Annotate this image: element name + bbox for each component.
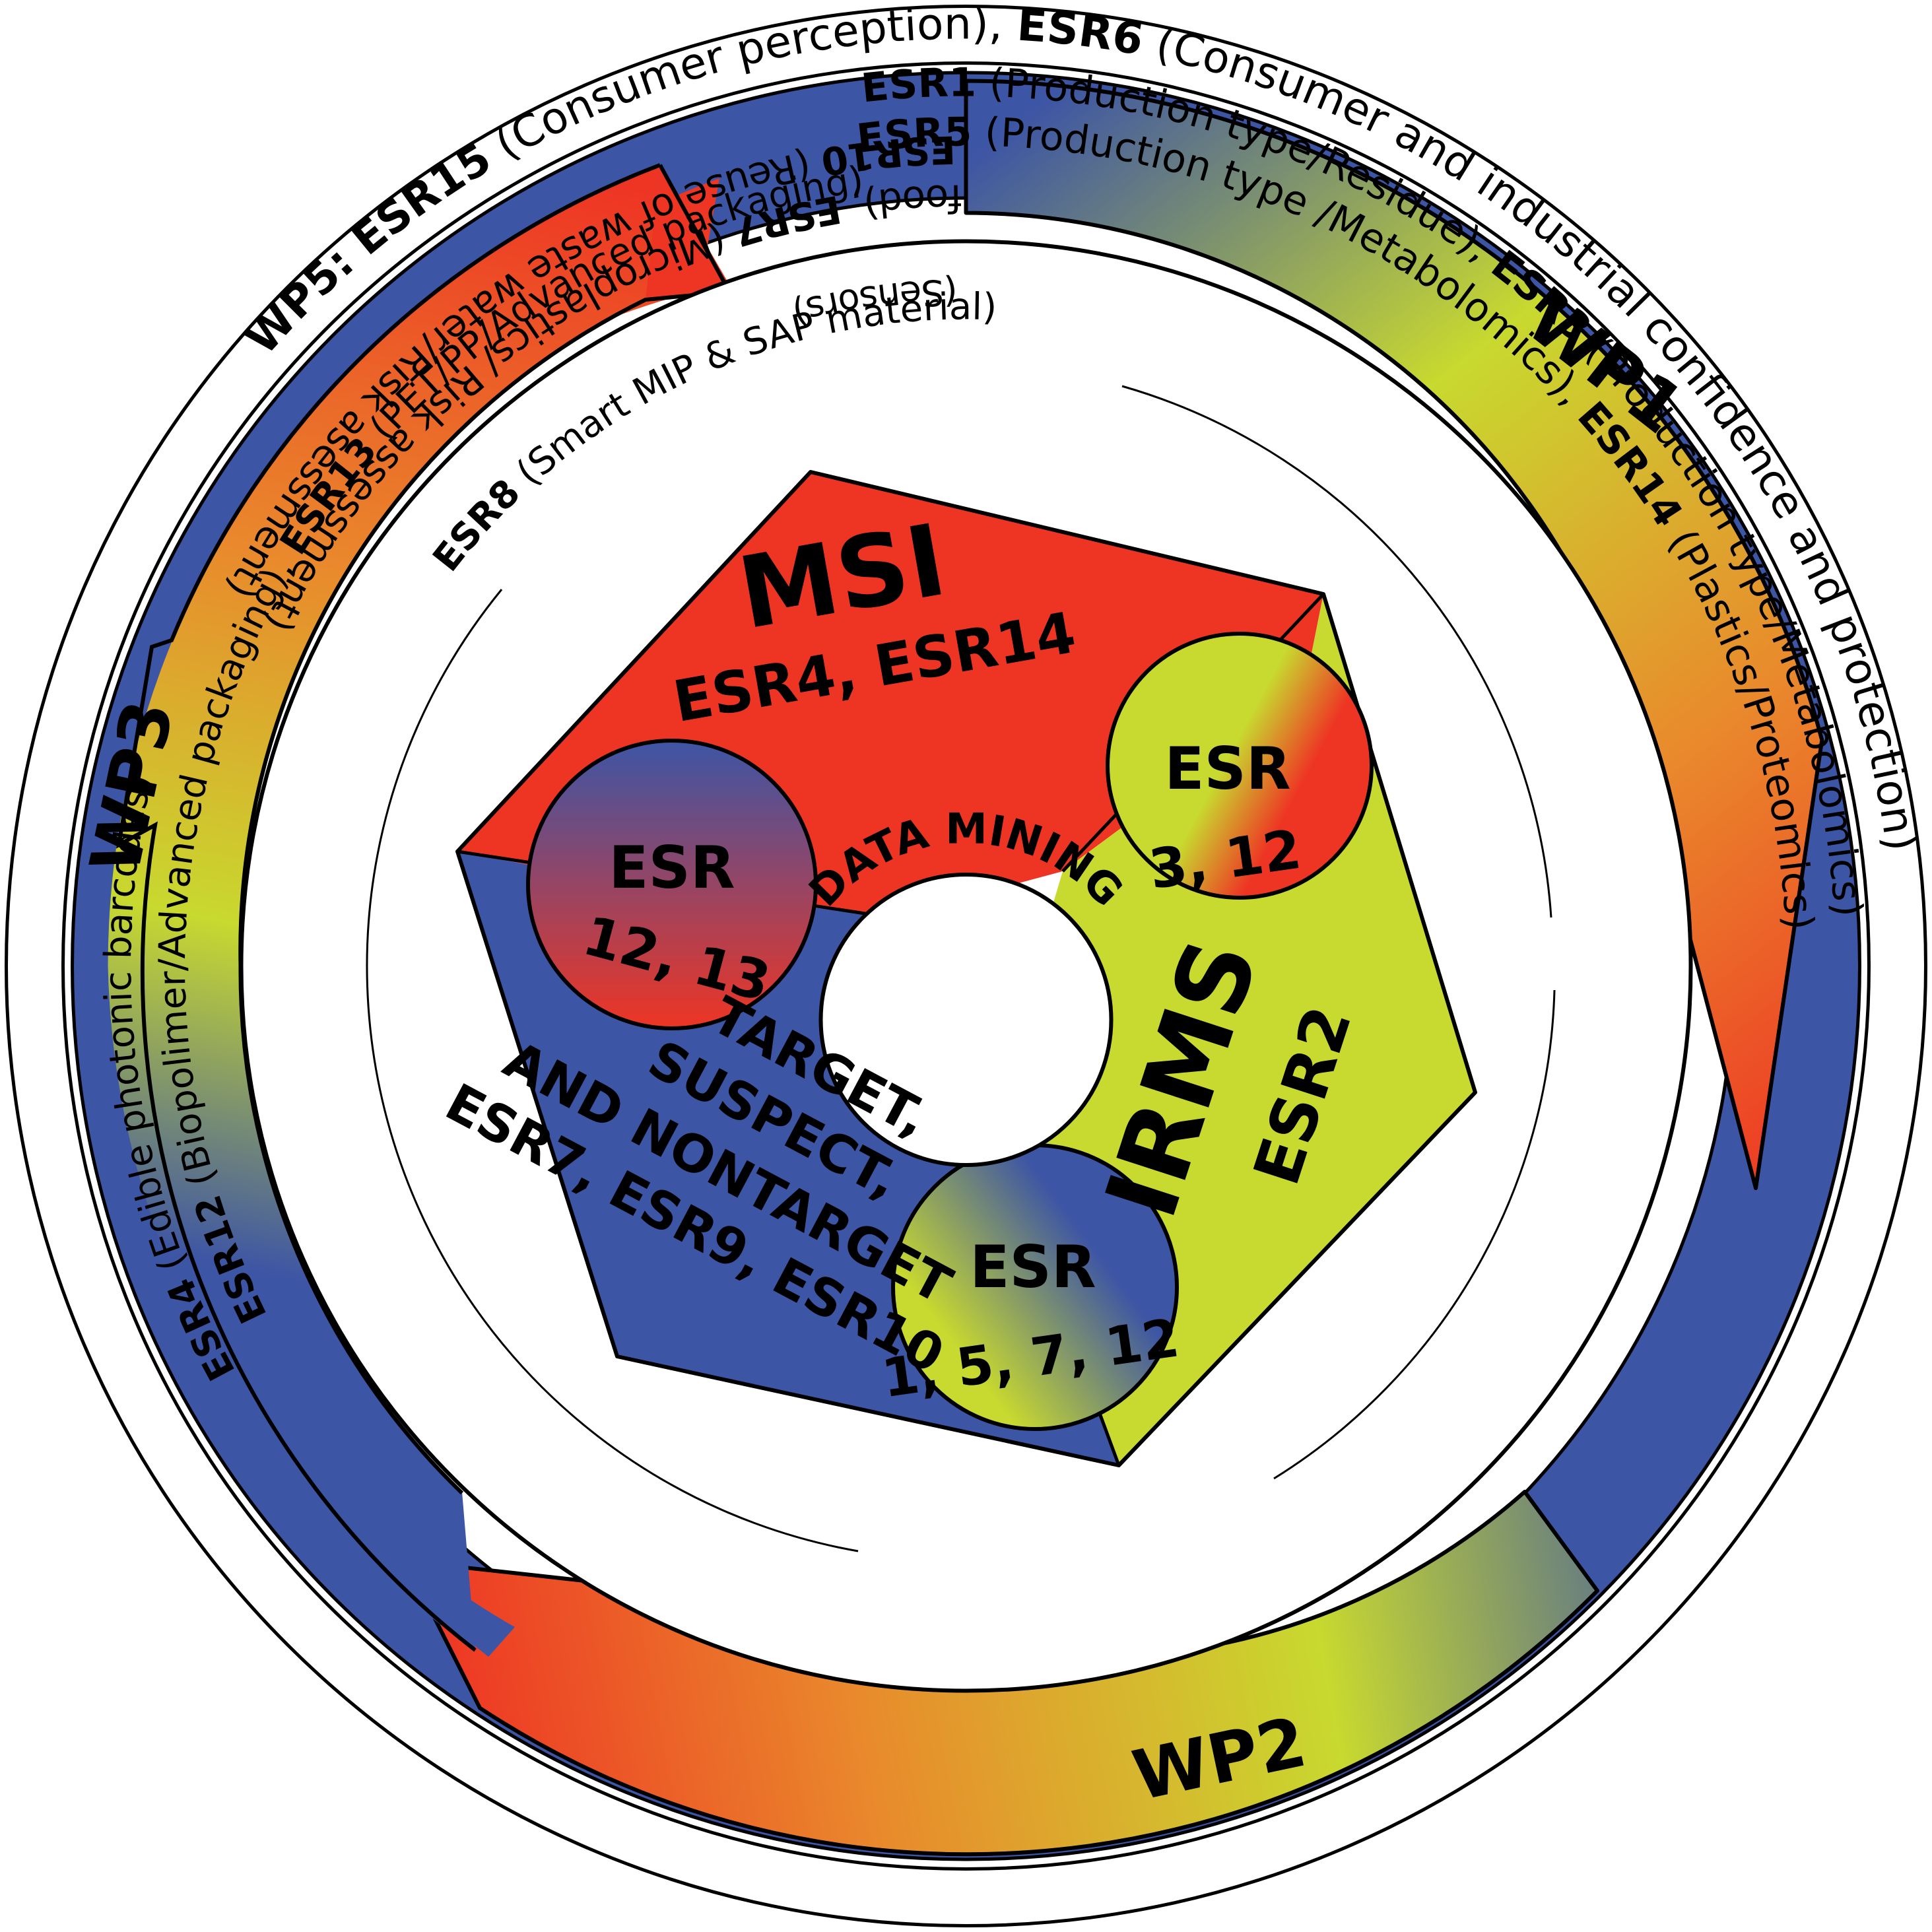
outer-ring-inner-outline: [61, 61, 1871, 1871]
esr-bottom-label: ESR: [970, 1233, 1096, 1301]
wp3-outline-path: [238, 290, 730, 1495]
wp3-outline-head: [658, 164, 731, 293]
wp3-visible: [108, 165, 660, 1650]
wp3-outline-outer: [116, 163, 661, 1652]
inner-arc-right: [1273, 989, 1556, 1480]
inner-arc-left: [366, 589, 859, 1552]
wp2-line1-part: ESR2: [0, 0, 15, 9]
data-mining-circle: [818, 873, 1114, 1167]
inner-arc-top: [1121, 385, 1552, 918]
esr-left-label: ESR: [609, 834, 735, 902]
esr-right-label: ESR: [1164, 735, 1290, 803]
wp1-arrow: [964, 79, 1824, 1190]
esr11-text-part: ESR11: [0, 0, 14, 9]
pentagon-outline: [455, 470, 1477, 1467]
esr-circle-left: [526, 739, 818, 1030]
esr-circle-right: [1106, 632, 1374, 900]
wp3-arrowhead: [646, 165, 733, 300]
wp2-line2-part: ESR9: [0, 0, 15, 9]
